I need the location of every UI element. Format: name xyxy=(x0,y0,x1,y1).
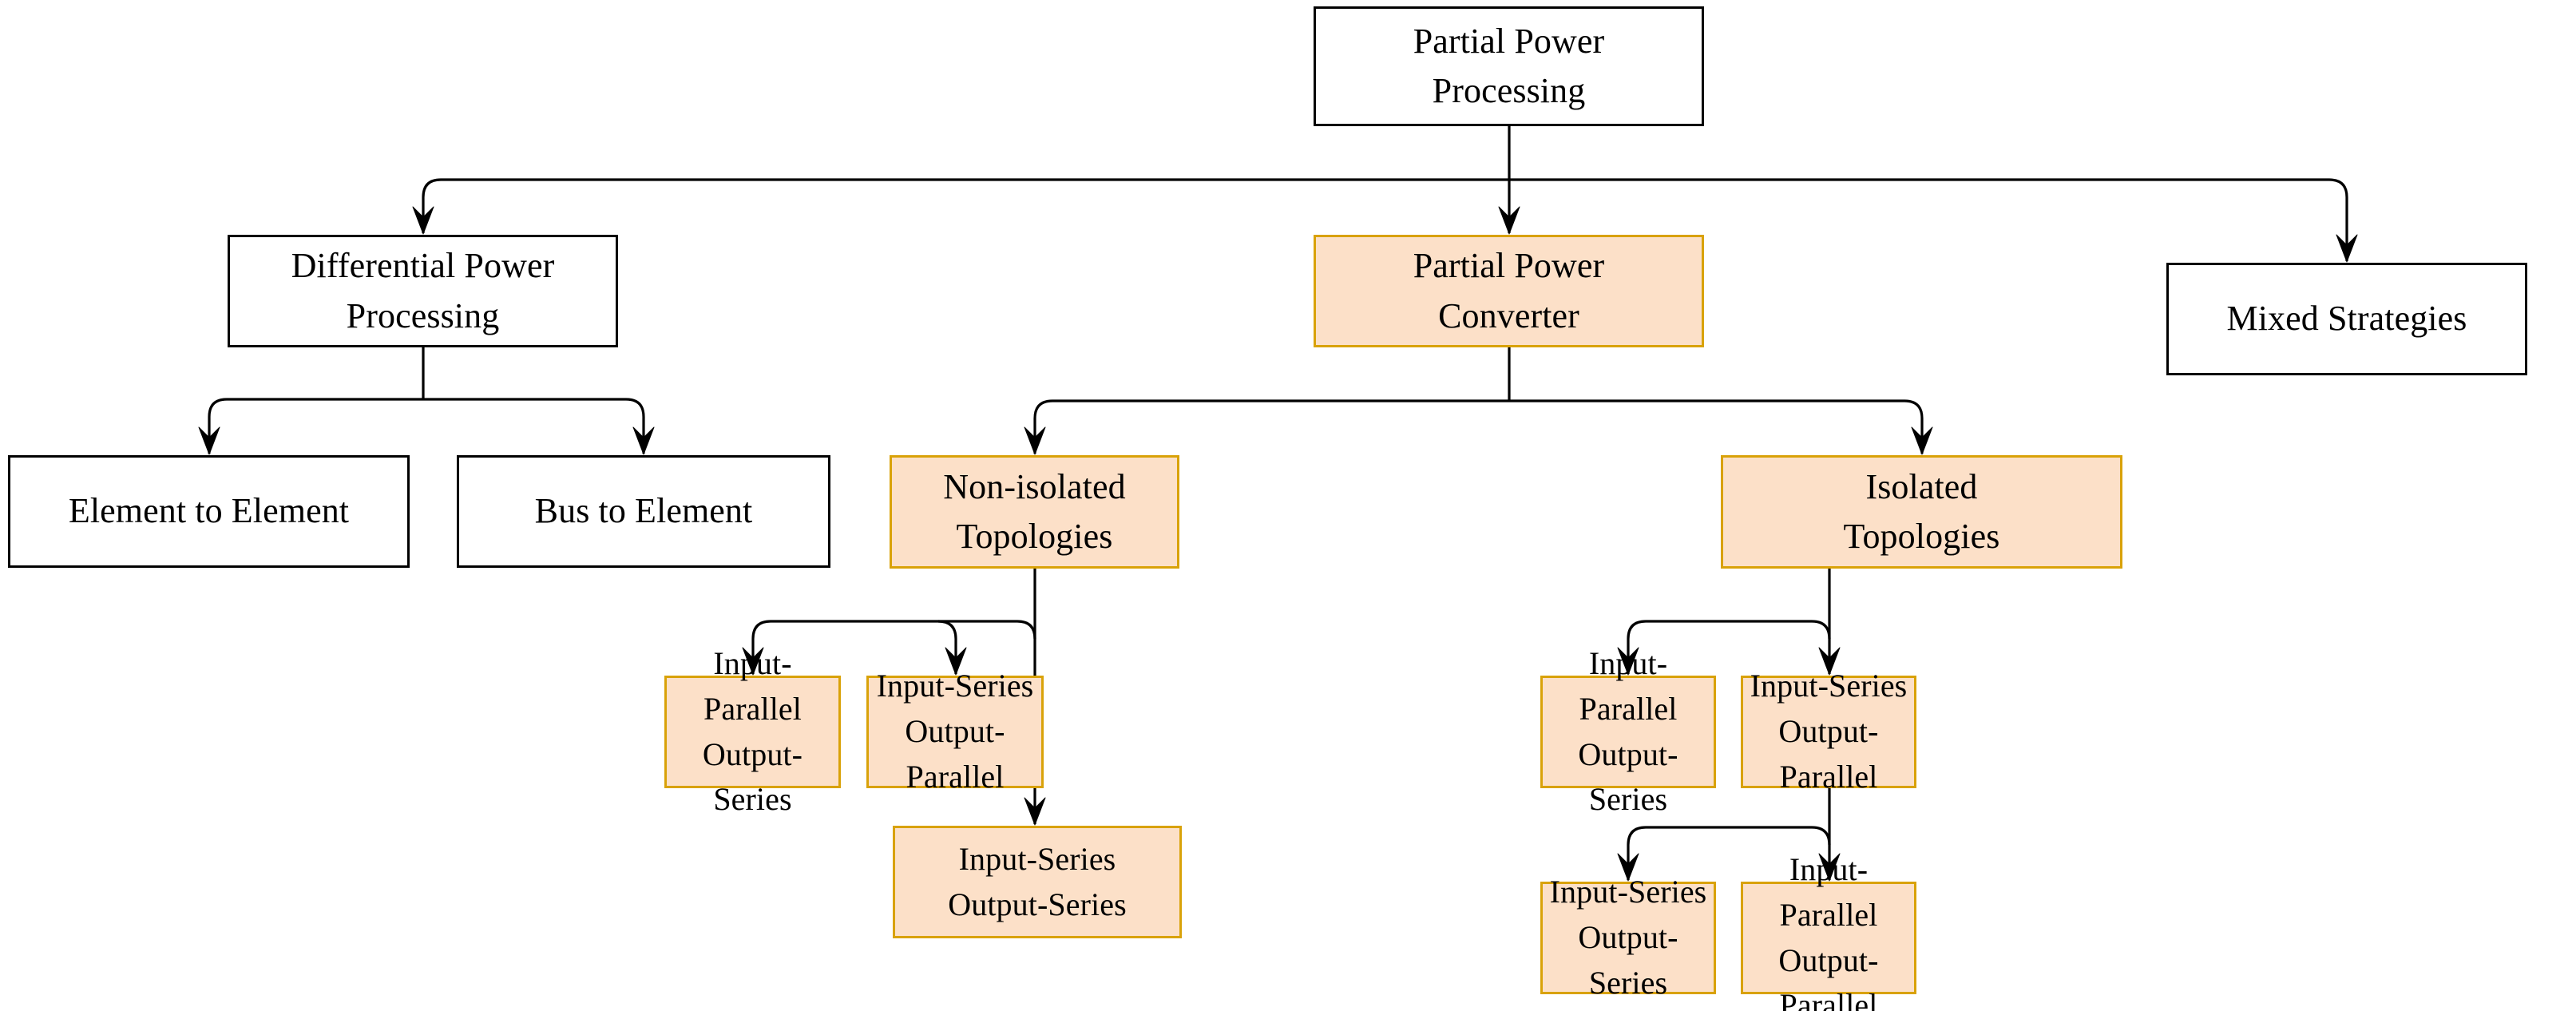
node-n_isop[interactable]: Input-Series Output-Parallel xyxy=(866,668,1044,795)
node-label-b2e: Bus to Element xyxy=(534,491,753,531)
node-label-i_ipop: Input-Parallel Output-Parallel xyxy=(1778,850,1879,1011)
node-n_isos[interactable]: Input-Series Output-Series xyxy=(893,826,1182,938)
node-i_isop[interactable]: Input-Series Output-Parallel xyxy=(1741,668,1916,795)
node-b2e[interactable]: Bus to Element xyxy=(457,455,830,568)
node-label-n_isop: Input-Series Output-Parallel xyxy=(876,668,1034,795)
node-label-noniso: Non-isolated Topologies xyxy=(943,466,1126,556)
node-n_ipos[interactable]: Input-Parallel Output-Series xyxy=(664,645,841,817)
node-label-i_isop: Input-Series Output-Parallel xyxy=(1750,668,1908,795)
node-iso[interactable]: Isolated Topologies xyxy=(1721,455,2122,569)
node-label-iso: Isolated Topologies xyxy=(1843,466,2000,556)
node-noniso[interactable]: Non-isolated Topologies xyxy=(890,455,1179,569)
arrowhead-ppc-children-1 xyxy=(1911,426,1933,455)
node-i_ipos[interactable]: Input-Parallel Output-Series xyxy=(1540,645,1716,817)
node-label-i_isos: Input-Series Output-Series xyxy=(1549,874,1707,1001)
arrowhead-root-children-1 xyxy=(1498,206,1520,235)
edge-bus-noniso-children xyxy=(751,620,1036,640)
node-label-n_isos: Input-Series Output-Series xyxy=(948,840,1127,922)
node-e2e[interactable]: Element to Element xyxy=(8,455,410,568)
arrowhead-root-children-0 xyxy=(412,206,434,235)
node-dpp[interactable]: Differential Power Processing xyxy=(228,235,618,347)
node-label-dpp: Differential Power Processing xyxy=(291,246,555,335)
arrowhead-dpp-children-1 xyxy=(632,426,655,455)
arrowhead-ppc-children-0 xyxy=(1024,426,1046,455)
edge-bus-dpp-children xyxy=(208,398,645,418)
node-mixed[interactable]: Mixed Strategies xyxy=(2166,263,2527,375)
node-label-i_ipos: Input-Parallel Output-Series xyxy=(1578,644,1678,818)
node-root[interactable]: Partial Power Processing xyxy=(1314,6,1704,126)
node-i_ipop[interactable]: Input-Parallel Output-Parallel xyxy=(1741,851,1916,1011)
edge-bus-iso-children-lower xyxy=(1627,826,1831,846)
node-label-ppc: Partial Power Converter xyxy=(1413,246,1605,335)
edge-bus-iso-children xyxy=(1627,620,1831,640)
edge-bus-ppc-children xyxy=(1033,399,1924,419)
arrowhead-noniso-children-2 xyxy=(1024,797,1046,826)
node-label-e2e: Element to Element xyxy=(68,491,350,531)
node-i_isos[interactable]: Input-Series Output-Series xyxy=(1540,874,1716,1001)
arrowhead-dpp-children-0 xyxy=(198,426,220,455)
node-label-root: Partial Power Processing xyxy=(1413,21,1605,110)
arrowhead-root-children-2 xyxy=(2336,234,2358,263)
edge-bus-root-children xyxy=(422,178,2348,198)
node-label-n_ipos: Input-Parallel Output-Series xyxy=(702,644,803,818)
node-label-mixed: Mixed Strategies xyxy=(2226,299,2467,339)
node-ppc[interactable]: Partial Power Converter xyxy=(1314,235,1704,347)
